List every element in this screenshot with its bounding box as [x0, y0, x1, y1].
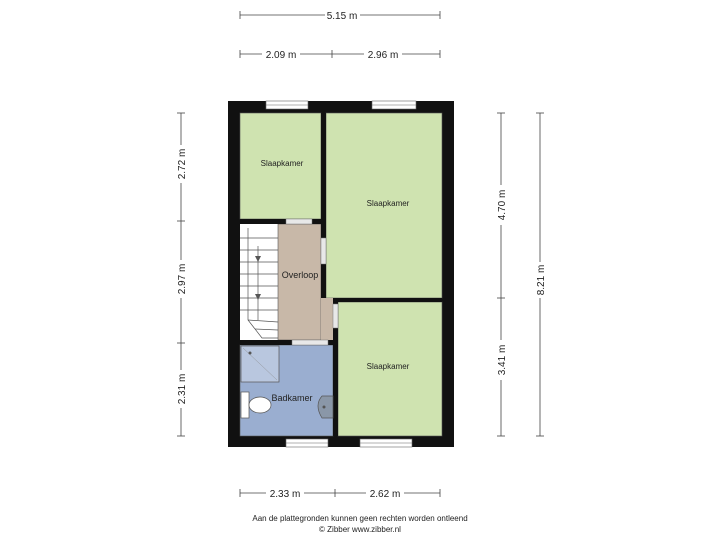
dim-label-bottom-right: 2.62 m — [370, 489, 401, 500]
dim-label-left-top: 2.72 m — [177, 149, 188, 180]
dim-label-right-upper: 4.70 m — [497, 190, 508, 221]
room-slaapkamer-large — [325, 112, 443, 299]
dim-label-bottom-left: 2.33 m — [270, 489, 301, 500]
interior-walls — [240, 113, 442, 436]
staircase — [240, 228, 279, 339]
dim-label-right-total: 8.21 m — [536, 265, 547, 296]
dimension-left: 2.72 m 2.97 m 2.31 m — [177, 112, 188, 437]
shower — [240, 345, 280, 383]
room-slaapkamer-bottom — [337, 301, 443, 437]
footer-credit: © Zibber www.zibber.nl — [319, 525, 401, 534]
dim-label-left-bottom: 2.31 m — [177, 374, 188, 405]
room-label-slaapkamer-bottom: Slaapkamer — [367, 362, 410, 371]
room-label-badkamer: Badkamer — [271, 393, 312, 403]
dim-label-right-lower: 3.41 m — [497, 345, 508, 376]
windows — [265, 100, 417, 448]
room-label-overloop: Overloop — [282, 270, 319, 280]
room-slaapkamer-small — [239, 112, 322, 220]
dim-label-top-left: 2.09 m — [266, 50, 297, 61]
dim-label-top-right: 2.96 m — [368, 50, 399, 61]
dimension-right-total: 8.21 m — [536, 112, 547, 437]
room-label-slaapkamer-large: Slaapkamer — [367, 199, 410, 208]
dimension-right-inner: 4.70 m 3.41 m — [497, 112, 508, 437]
toilet-icon — [240, 391, 272, 419]
sink-icon — [317, 395, 334, 419]
dimension-bottom: 2.33 m 2.62 m — [239, 489, 441, 500]
doors — [285, 218, 339, 346]
dim-label-left-mid: 2.97 m — [177, 264, 188, 295]
dimension-top-split: 2.09 m 2.96 m — [239, 50, 441, 61]
dimension-top-total: 5.15 m — [239, 11, 441, 22]
stairwell — [240, 224, 278, 340]
room-overloop — [277, 223, 322, 341]
room-label-slaapkamer-small: Slaapkamer — [261, 159, 304, 168]
footer-disclaimer: Aan de plattegronden kunnen geen rechten… — [252, 514, 468, 523]
dim-label-top-total: 5.15 m — [327, 11, 358, 22]
